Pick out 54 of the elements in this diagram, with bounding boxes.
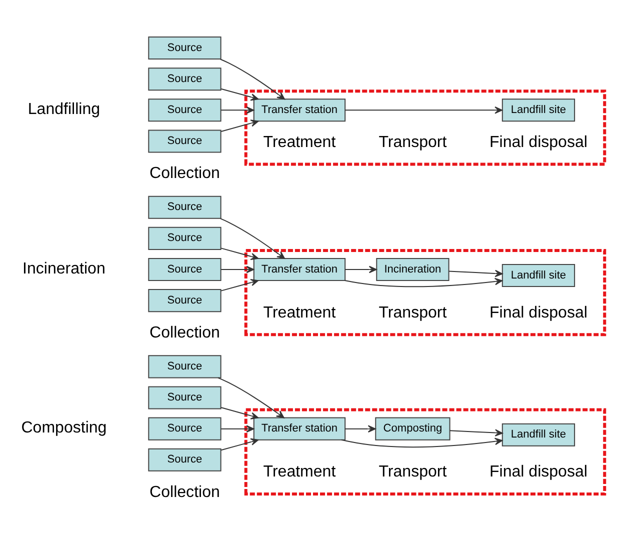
label: Incineration	[22, 258, 106, 277]
node-box: Landfill site	[502, 263, 576, 287]
arrow	[449, 428, 503, 436]
node-box: Source	[148, 448, 222, 471]
label: Collection	[150, 164, 220, 182]
label: Collection	[150, 322, 220, 341]
arrow	[220, 218, 285, 258]
arrow	[220, 119, 259, 132]
arrow	[344, 277, 503, 287]
arrow	[218, 376, 284, 418]
label: Treatment	[263, 462, 336, 480]
node-box: Composting	[375, 416, 450, 440]
arrow	[220, 438, 259, 450]
node-box: Source	[148, 416, 222, 440]
node-box: Source	[148, 129, 222, 152]
node-box: Source	[148, 36, 222, 60]
arrow	[220, 406, 259, 419]
node-box: Incineration	[376, 257, 450, 281]
arrow	[220, 278, 259, 291]
arrow	[220, 106, 254, 114]
arrow	[340, 437, 503, 448]
label: Collection	[150, 482, 220, 500]
label: Transport	[378, 462, 447, 480]
node-box: Source	[148, 257, 222, 281]
arrow	[220, 247, 259, 260]
arrow	[220, 265, 254, 273]
node-box: Landfill site	[502, 422, 576, 446]
arrow	[448, 269, 503, 277]
node-box: Source	[148, 226, 222, 250]
node-box: Source	[148, 67, 222, 90]
arrow	[344, 265, 377, 273]
label: Transport	[378, 302, 447, 321]
arrow	[344, 424, 376, 432]
arrow	[220, 424, 254, 432]
node-box: Transfer station	[253, 98, 346, 122]
node-box: Source	[148, 386, 222, 409]
node-box: Source	[148, 98, 222, 122]
node-box: Source	[148, 288, 222, 312]
arrow	[220, 58, 285, 100]
label: Treatment	[263, 302, 336, 321]
label: Final disposal	[490, 462, 588, 480]
label: Landfilling	[28, 99, 100, 118]
label: Final disposal	[490, 302, 588, 321]
arrow	[344, 106, 503, 114]
label: Treatment	[263, 132, 336, 151]
label: Composting	[21, 418, 107, 436]
arrow	[220, 88, 259, 100]
label: Transport	[378, 132, 447, 151]
node-box: Transfer station	[253, 257, 346, 281]
node-box: Source	[148, 354, 222, 378]
node-box: Transfer station	[253, 416, 346, 440]
node-box: Landfill site	[502, 98, 576, 122]
label: Final disposal	[490, 132, 588, 151]
node-box: Source	[148, 195, 222, 218]
